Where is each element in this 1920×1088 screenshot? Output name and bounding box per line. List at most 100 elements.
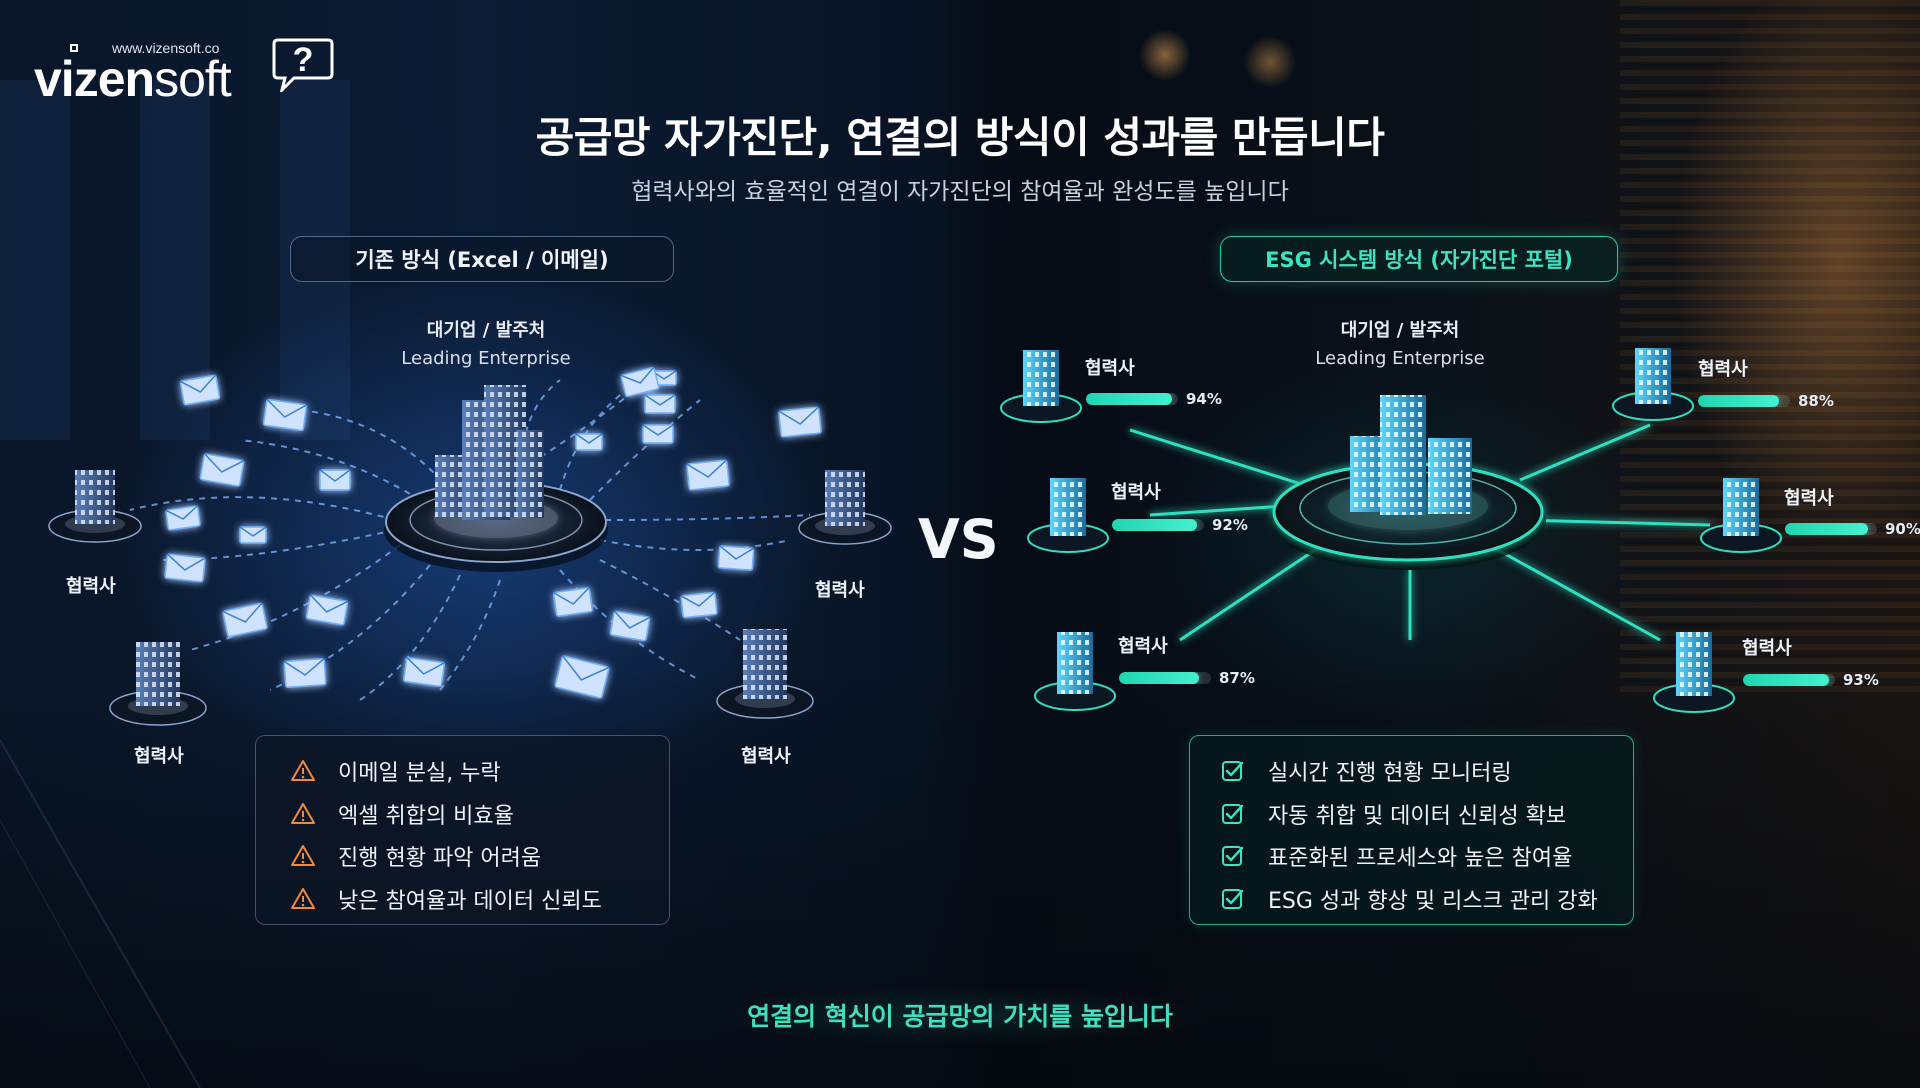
- envelope-icon: [164, 553, 206, 583]
- benefit-item: 실시간 진행 현황 모니터링: [1190, 750, 1633, 793]
- issue-text: 진행 현황 파악 어려움: [338, 846, 542, 872]
- envelope-icon: [778, 406, 822, 438]
- warning-icon: [291, 887, 315, 909]
- issue-item: 이메일 분실, 누락: [256, 750, 669, 793]
- dashed-path: [129, 496, 396, 521]
- logo-square-mark: [70, 44, 78, 52]
- envelope-icon: [222, 602, 268, 638]
- issue-item: 낮은 참여율과 데이터 신뢰도: [256, 878, 669, 921]
- left-partner-label: 협력사: [815, 580, 865, 601]
- progress-fill: [1112, 519, 1197, 531]
- check-icon: [1222, 803, 1244, 824]
- dashed-path: [359, 574, 461, 701]
- progress-track: [1119, 672, 1211, 684]
- dashed-path: [599, 559, 741, 641]
- progress-fill: [1785, 523, 1868, 535]
- benefit-text: ESG 성과 향상 및 리스크 관리 강화: [1268, 888, 1598, 914]
- left-partner-label: 협력사: [66, 576, 116, 597]
- logo-brand-light: soft: [154, 51, 232, 107]
- progress-bar: 94%: [1086, 390, 1222, 408]
- left-method-header: 기존 방식 (Excel / 이메일): [290, 236, 674, 282]
- left-partner-label: 협력사: [134, 746, 184, 767]
- progress-track: [1785, 523, 1877, 535]
- envelope-icon: [165, 505, 201, 531]
- benefit-text: 표준화된 프로세스와 높은 참여율: [1268, 846, 1573, 872]
- right-partner-label: 협력사: [1698, 359, 1748, 380]
- connection-line: [1179, 538, 1331, 642]
- dashed-path: [599, 539, 791, 551]
- issue-text: 낮은 참여율과 데이터 신뢰도: [338, 888, 602, 914]
- progress-percent: 90%: [1885, 520, 1920, 538]
- progress-bar: 92%: [1112, 516, 1248, 534]
- speech-bubble-icon: ?: [272, 38, 334, 92]
- logo-bubble-glyph: ?: [293, 41, 314, 79]
- connection-line: [1519, 423, 1651, 482]
- benefit-item: ESG 성과 향상 및 리스크 관리 강화: [1190, 878, 1633, 921]
- right-partner-label: 협력사: [1111, 482, 1161, 503]
- office-building-icon: [1350, 395, 1472, 515]
- progress-percent: 93%: [1843, 671, 1879, 689]
- benefit-text: 자동 취합 및 데이터 신뢰성 확보: [1268, 803, 1567, 829]
- progress-track: [1743, 674, 1835, 686]
- left-partner-label: 협력사: [741, 746, 791, 767]
- page-title: 공급망 자가진단, 연결의 방식이 성과를 만듭니다: [535, 113, 1385, 162]
- right-method-header: ESG 시스템 방식 (자가진단 포털): [1220, 236, 1618, 282]
- envelope-icon: [239, 526, 267, 544]
- envelope-icon: [575, 433, 603, 451]
- left-hub-label-en: Leading Enterprise: [401, 348, 571, 369]
- dashed-path: [439, 579, 501, 691]
- dashed-path: [559, 569, 701, 681]
- envelope-icon: [305, 594, 349, 626]
- right-partner-label: 협력사: [1085, 358, 1135, 379]
- progress-fill: [1119, 672, 1200, 684]
- right-partner-node: [1700, 478, 1782, 553]
- left-hub-label-ko: 대기업 / 발주처: [426, 320, 546, 341]
- envelope-icon: [609, 610, 651, 642]
- connection-line: [1479, 538, 1661, 642]
- dashed-path: [299, 409, 451, 491]
- page-subtitle: 협력사와의 효율적인 연결이 자가진단의 참여율과 완성도를 높입니다: [631, 179, 1289, 205]
- left-partner-node: [109, 642, 207, 726]
- envelope-icon: [262, 398, 308, 432]
- left-hub-enterprise: [384, 385, 608, 572]
- issue-item: 진행 현황 파악 어려움: [256, 835, 669, 878]
- warning-icon: [291, 802, 315, 824]
- dashed-path: [589, 399, 701, 501]
- progress-fill: [1086, 393, 1173, 405]
- envelope-icon: [179, 374, 221, 406]
- envelope-icon: [620, 366, 660, 398]
- envelope-icon: [319, 469, 351, 491]
- progress-bar: 88%: [1698, 392, 1834, 410]
- progress-bar: 90%: [1785, 520, 1920, 538]
- envelope-icon: [403, 656, 445, 688]
- envelope-icon: [554, 655, 610, 699]
- right-hub-enterprise: [1270, 395, 1546, 570]
- issue-text: 엑셀 취합의 비효율: [338, 803, 514, 829]
- envelope-icon: [199, 453, 245, 487]
- vs-label: VS: [918, 508, 999, 571]
- issue-item: 엑셀 취합의 비효율: [256, 793, 669, 836]
- envelope-icon: [553, 587, 593, 617]
- envelope-icons: [164, 366, 822, 699]
- logo-wordmark: vizensoft: [34, 50, 232, 108]
- left-hub-label: 대기업 / 발주처 Leading Enterprise: [386, 316, 586, 369]
- check-icon: [1222, 761, 1244, 782]
- progress-track: [1698, 395, 1790, 407]
- logo-brand-bold: vizen: [34, 51, 155, 107]
- envelope-icon: [686, 459, 730, 491]
- progress-track: [1112, 519, 1204, 531]
- dashed-path: [604, 514, 811, 521]
- decorative-diagonal: [0, 739, 201, 1088]
- warning-icon: [291, 760, 315, 782]
- right-partner-node: [1612, 348, 1694, 421]
- right-partner-label: 협력사: [1784, 488, 1834, 509]
- footer-tagline: 연결의 혁신이 공급망의 가치를 높입니다: [700, 985, 1220, 1045]
- benefit-item: 자동 취합 및 데이터 신뢰성 확보: [1190, 793, 1633, 836]
- envelope-icon: [680, 591, 718, 619]
- progress-track: [1086, 393, 1178, 405]
- progress-bar: 87%: [1119, 669, 1255, 687]
- progress-fill: [1743, 674, 1829, 686]
- warning-icon: [291, 845, 315, 867]
- connection-line: [1519, 518, 1711, 527]
